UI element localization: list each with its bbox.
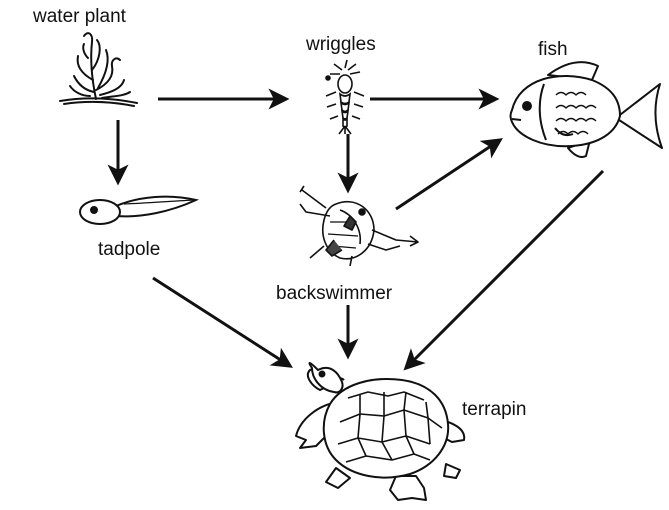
wriggles-icon [325, 59, 365, 135]
fish-icon [509, 61, 663, 158]
backswimmer-icon [299, 185, 419, 267]
label-fish: fish [538, 39, 568, 60]
water-plant-icon [59, 32, 138, 107]
terrapin-icon [295, 362, 466, 501]
label-tadpole: tadpole [98, 239, 161, 260]
label-terrapin: terrapin [462, 399, 527, 420]
tadpole-icon [79, 195, 200, 225]
label-water-plant: water plant [33, 6, 126, 27]
label-wriggles: wriggles [306, 34, 376, 55]
arrow-tadpole-to-terrapin [152, 276, 293, 368]
arrow-fish-to-terrapin [403, 169, 605, 371]
arrow-backswimmer-to-fish [395, 138, 503, 211]
label-backswimmer: backswimmer [276, 283, 393, 304]
